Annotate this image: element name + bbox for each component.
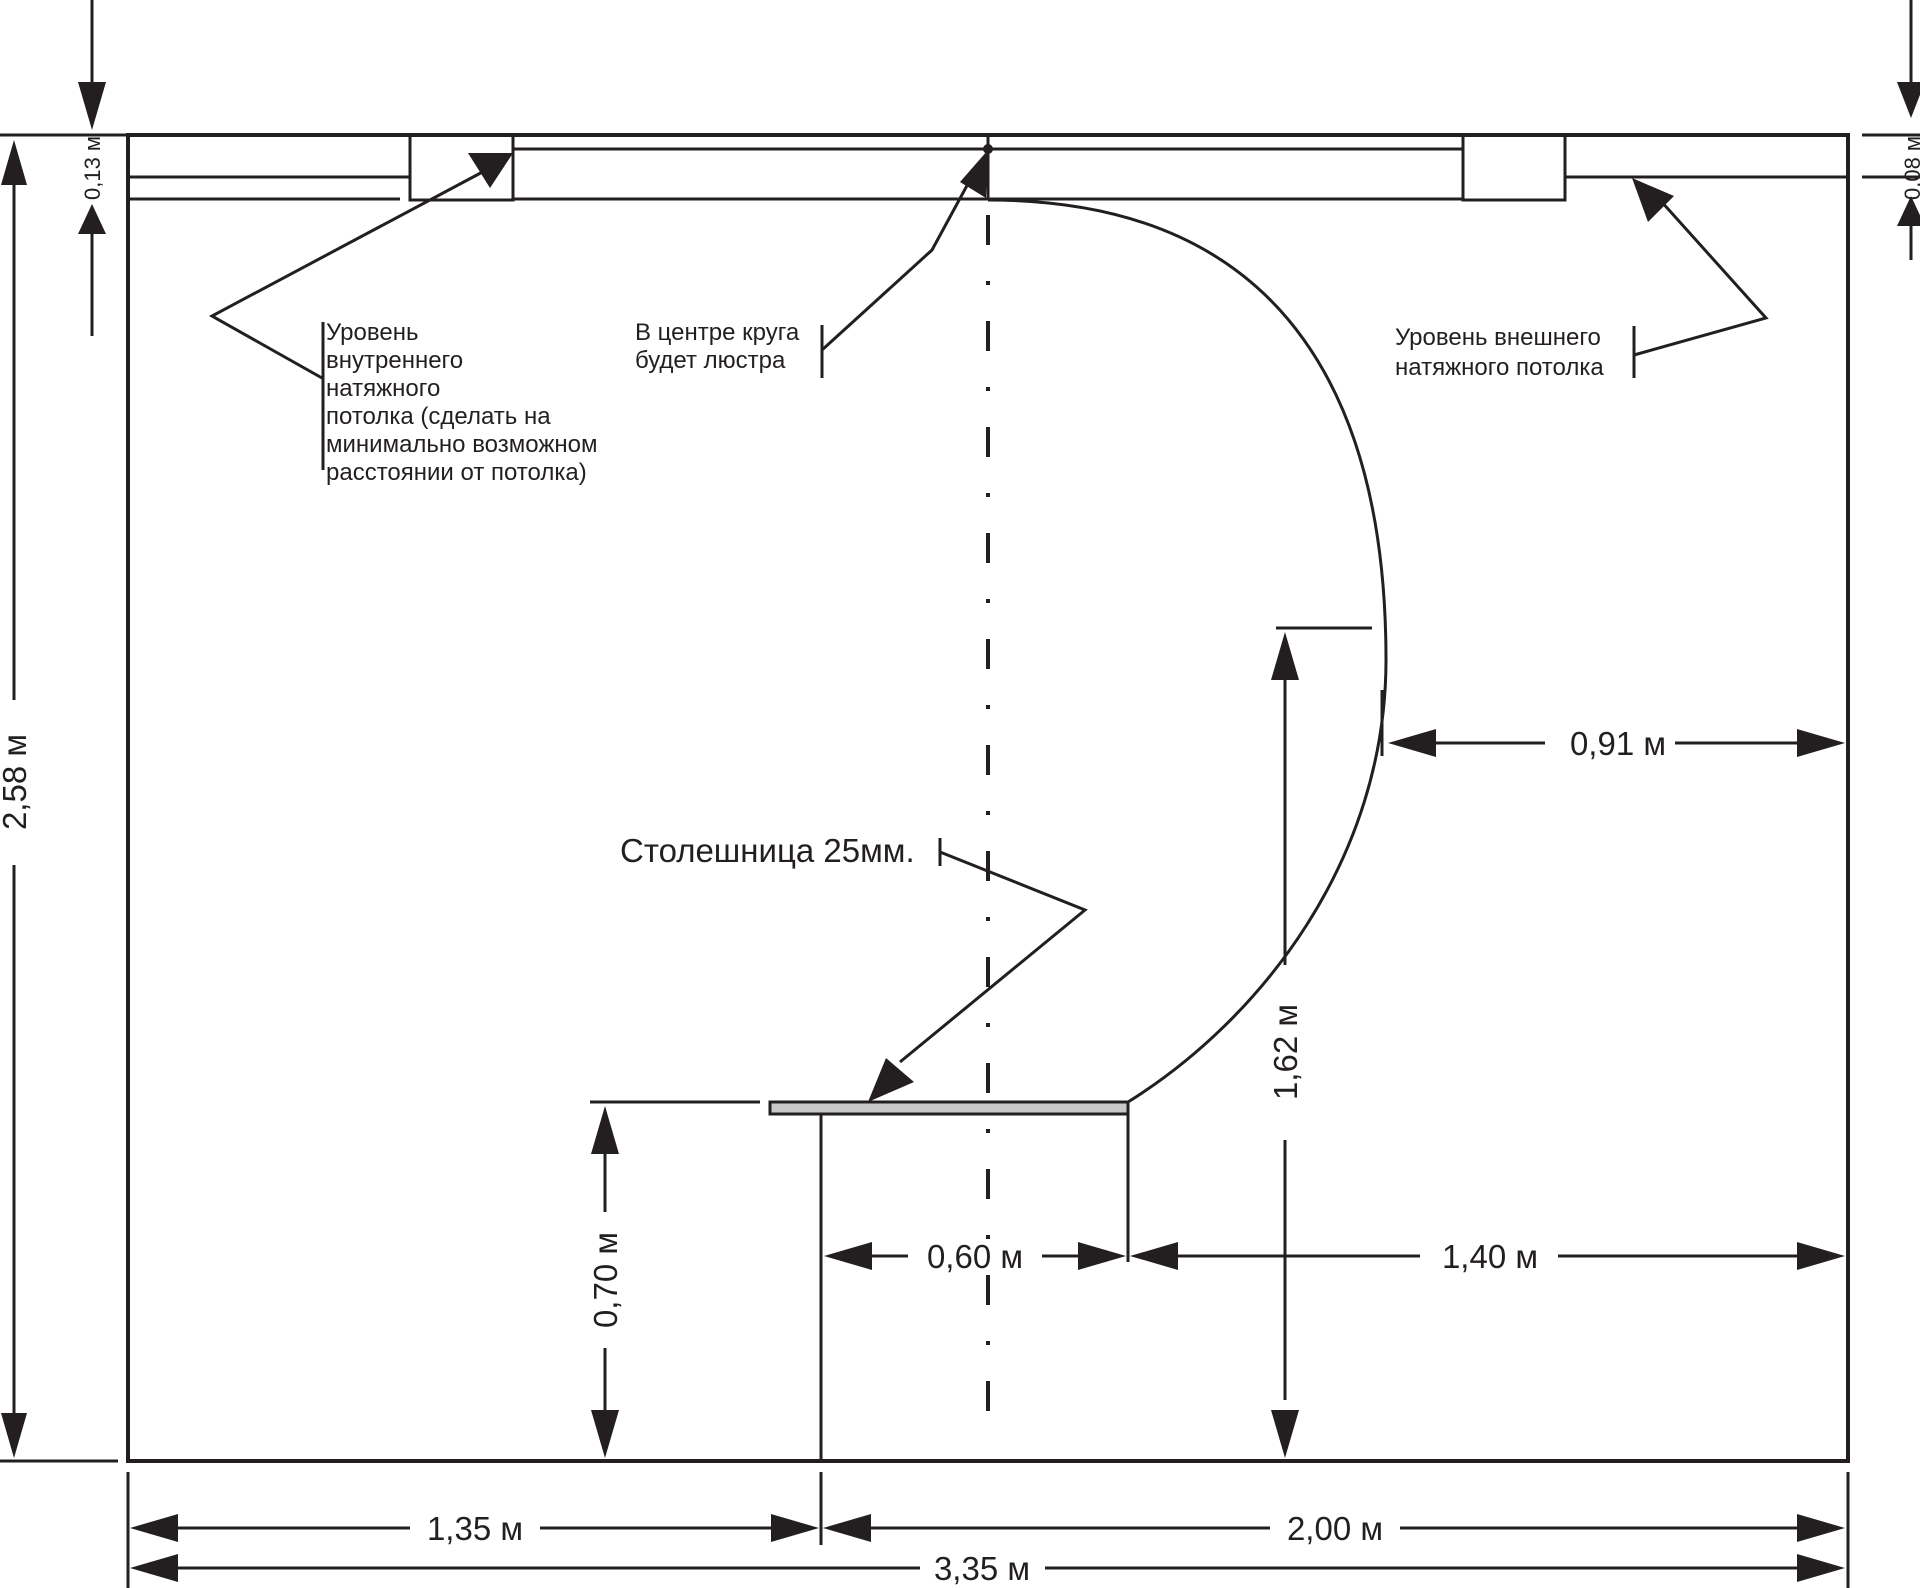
tabletop-callout: Столешница 25мм. (620, 832, 1088, 1102)
total-width-label: 3,35 м (934, 1550, 1030, 1587)
right-part-label: 2,00 м (1287, 1510, 1383, 1547)
bottom-dimensions: 1,35 м 2,00 м 3,35 м (126, 1472, 1850, 1588)
tabletop-label: Столешница 25мм. (620, 832, 915, 869)
tabletop (768, 1100, 1130, 1116)
table-to-wall-dimension: 1,40 м (1130, 1238, 1845, 1275)
inner-gap-label: 0,13 м (80, 136, 105, 200)
table-width-label: 0,60 м (927, 1238, 1023, 1275)
inner-gap-dimension: 0,13 м (78, 0, 128, 336)
table-to-wall-label: 1,40 м (1442, 1238, 1538, 1275)
outer-ceiling-label: Уровень внешнего натяжного потолка (1395, 324, 1608, 381)
inner-ceiling-callout: Уровень внутреннего натяжного потолка (с… (208, 153, 604, 486)
circle-arc (987, 198, 1388, 1104)
inner-ceiling-label: Уровень внутреннего натяжного потолка (с… (326, 319, 604, 486)
arc-to-wall-label: 0,91 м (1570, 725, 1666, 762)
table-height-dimension: 0,70 м (587, 1100, 760, 1458)
table-width-dimension: 0,60 м (824, 1238, 1126, 1275)
room-height-label: 2,58 м (0, 734, 33, 830)
outer-ceiling-callout: Уровень внешнего натяжного потолка (1395, 178, 1769, 381)
ceiling-structure (128, 133, 1848, 202)
room-height-dimension: 2,58 м (0, 133, 128, 1463)
arc-height-dimension: 1,62 м (1267, 626, 1372, 1458)
arc-height-label: 1,62 м (1267, 1004, 1304, 1100)
table-height-label: 0,70 м (587, 1232, 624, 1328)
left-part-label: 1,35 м (427, 1510, 523, 1547)
chandelier-callout: В центре круга будет люстра (635, 150, 988, 378)
arc-to-wall-dimension: 0,91 м (1380, 690, 1845, 762)
chandelier-label: В центре круга будет люстра (635, 319, 806, 374)
outer-gap-label: 0,08 м (1900, 136, 1920, 200)
outer-gap-dimension: 0,08 м (1862, 0, 1920, 260)
